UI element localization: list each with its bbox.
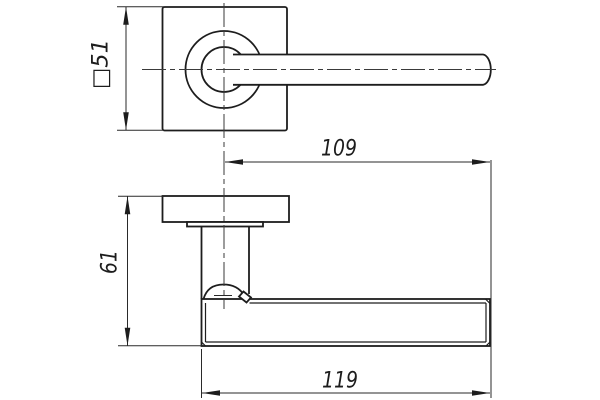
lever-bevel-bottom-right (485, 341, 491, 347)
lever-bevel-bottom-left (201, 341, 206, 347)
centerlines (142, 3, 496, 309)
dimension-lever-length: 119 (201, 349, 490, 398)
dimension-label: 109 (321, 137, 357, 162)
lever-bevel-top-right (485, 298, 491, 304)
front-view (161, 6, 492, 132)
dimension-label: 119 (322, 369, 358, 394)
side-view (161, 195, 491, 347)
lever-bar-side (200, 298, 491, 347)
dimension-label: □51 (89, 39, 114, 89)
rose-flange (186, 221, 264, 228)
dimension-label: 61 (98, 250, 123, 274)
dimension-handle-height: 61 (98, 195, 202, 347)
arrowhead-down (124, 327, 131, 346)
arrowhead-down (123, 112, 129, 131)
fillet-notch (237, 290, 253, 304)
arrowhead-left (202, 390, 220, 396)
arrowhead-up (124, 196, 131, 215)
dimension-rose-square: □51 (89, 6, 164, 131)
arrowhead-up (123, 6, 129, 25)
arrowhead-right (472, 390, 490, 396)
rose-plate-side (161, 195, 290, 223)
dimension-lever-projection: 109 (225, 137, 492, 398)
arrowhead-right (472, 159, 490, 165)
arrowhead-left (225, 159, 243, 165)
lever-bar-mask (233, 54, 491, 85)
